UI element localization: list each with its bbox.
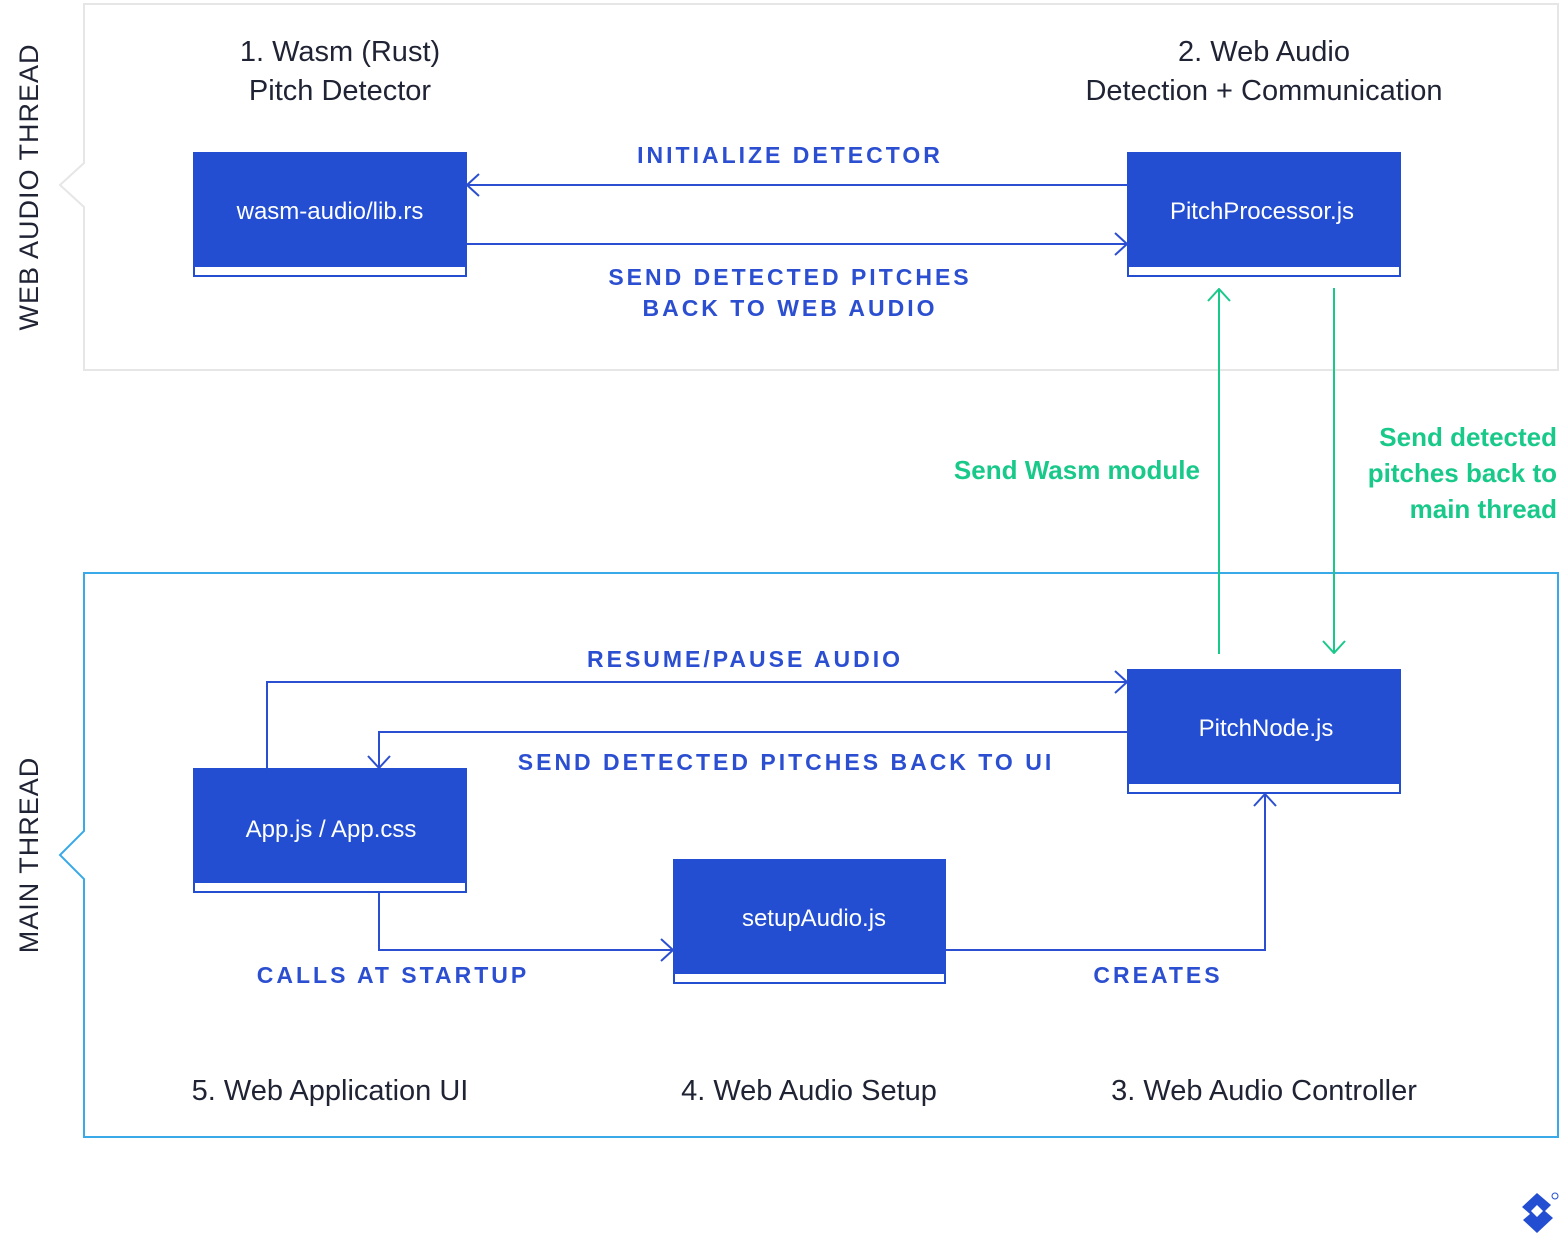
send-pitches-line2-label: BACK TO WEB AUDIO: [642, 295, 937, 321]
web-audio-thread-label: WEB AUDIO THREAD: [14, 43, 44, 330]
wasm-lib-box: wasm-audio/lib.rs: [193, 152, 467, 277]
app-box: App.js / App.css: [193, 768, 467, 893]
pitch-processor-label: PitchProcessor.js: [1170, 198, 1354, 225]
pitch-node-label: PitchNode.js: [1199, 715, 1334, 742]
heading-webaudio-line2: Detection + Communication: [1085, 75, 1442, 107]
send-pitches-line1-label: SEND DETECTED PITCHES: [608, 264, 971, 290]
send-main-line3-label: main thread: [1410, 494, 1557, 524]
creates-label: CREATES: [1093, 962, 1222, 988]
send-wasm-module-label: Send Wasm module: [954, 455, 1200, 485]
heading-webaudio-line1: 2. Web Audio: [1178, 36, 1350, 68]
pitch-node-box: PitchNode.js: [1127, 669, 1401, 794]
pitch-processor-box: PitchProcessor.js: [1127, 152, 1401, 277]
heading-ui: 5. Web Application UI: [192, 1075, 469, 1107]
send-main-line1-label: Send detected: [1379, 422, 1557, 452]
resume-pause-label: RESUME/PAUSE AUDIO: [587, 646, 903, 672]
calls-at-startup-arrow: [378, 892, 673, 950]
heading-controller: 3. Web Audio Controller: [1111, 1075, 1417, 1107]
send-pitches-ui-arrow: [379, 731, 1128, 768]
heading-wasm-line1: 1. Wasm (Rust): [240, 36, 440, 68]
calls-at-startup-label: CALLS AT STARTUP: [257, 962, 529, 988]
resume-pause-arrow: [266, 682, 1127, 769]
send-main-line2-label: pitches back to: [1368, 458, 1557, 488]
setup-audio-label: setupAudio.js: [742, 905, 886, 932]
heading-setup: 4. Web Audio Setup: [681, 1075, 937, 1107]
setup-audio-box: setupAudio.js: [673, 859, 946, 984]
initialize-detector-label: INITIALIZE DETECTOR: [637, 142, 943, 168]
web-audio-thread-panel: WEB AUDIO THREAD: [14, 3, 1559, 371]
creates-arrow: [945, 794, 1265, 951]
main-thread-label: MAIN THREAD: [14, 757, 44, 954]
heading-wasm-line2: Pitch Detector: [249, 75, 431, 107]
wasm-lib-label: wasm-audio/lib.rs: [236, 198, 424, 225]
send-pitches-ui-label: SEND DETECTED PITCHES BACK TO UI: [518, 749, 1054, 775]
app-label: App.js / App.css: [246, 816, 417, 843]
toptal-logo-icon: [1522, 1192, 1559, 1233]
